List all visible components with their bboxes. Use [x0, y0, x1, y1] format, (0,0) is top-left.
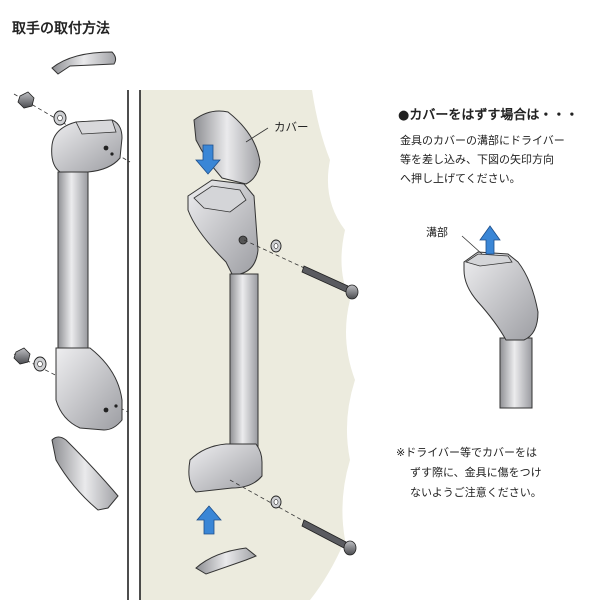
left-handle-bar: [57, 171, 89, 349]
groove-label: 溝部: [426, 226, 448, 239]
note-line-3: ないようご注意ください。: [410, 486, 542, 499]
detail-mount-block: [463, 251, 539, 341]
detail-bar: [499, 337, 533, 409]
left-top-mount-hole: [103, 145, 109, 151]
cover-label: カバー: [274, 120, 309, 134]
note-line-1: ※ドライバー等でカバーをは: [396, 446, 537, 459]
cover-up-arrow: [196, 505, 222, 535]
left-bottom-mount-hole-2: [114, 404, 118, 408]
left-top-cover: [51, 51, 117, 75]
left-top-mount-face: [75, 119, 117, 135]
left-bottom-mount-hole: [103, 407, 109, 413]
left-bottom-mount: [55, 347, 123, 431]
center-handle-bar: [229, 273, 259, 449]
removal-line-1: 金具のカバーの溝部にドライバー: [400, 134, 565, 147]
center-bottom-cover: [195, 547, 257, 575]
left-top-mount-hole-2: [110, 152, 114, 156]
center-top-screw-head: [238, 235, 248, 245]
groove-leader-line: [461, 235, 483, 255]
center-bottom-mount: [188, 443, 263, 493]
detail-groove: [465, 253, 513, 267]
cover-leader-line: [245, 127, 269, 143]
left-bottom-cover: [51, 436, 119, 511]
note-line-2: ずす際に、金具に傷をつけ: [410, 466, 542, 479]
removal-heading: ●カバーをはずす場合は・・・: [398, 108, 579, 123]
removal-line-3: へ押し上げてください。: [400, 172, 521, 185]
page-title: 取手の取付方法: [12, 21, 110, 37]
center-top-mount-cavity: [193, 185, 247, 213]
groove-up-arrow: [479, 225, 501, 255]
cover-down-arrow: [195, 144, 221, 175]
removal-line-2: 等を差し込み、下図の矢印方向: [400, 153, 554, 166]
center-top-bolt: [243, 239, 359, 300]
center-bottom-bolt: [229, 479, 357, 556]
